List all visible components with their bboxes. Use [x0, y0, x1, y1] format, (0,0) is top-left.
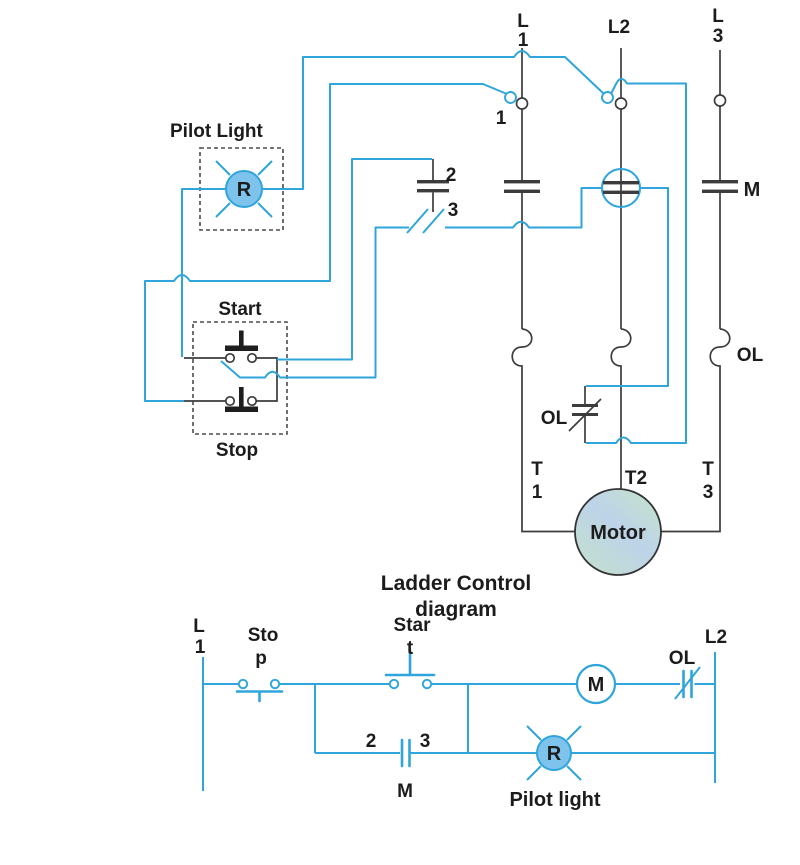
- main-labels: L 1 L2 L 3 1 M 2 3 OL OL T 1 T2 T 3 Moto…: [170, 6, 764, 544]
- wire-node3-seal-in: [220, 226, 409, 379]
- wire-coil-to-ol: [586, 187, 669, 387]
- ladder-aux-2: 2: [366, 731, 377, 752]
- aux-label-2: 2: [446, 165, 457, 186]
- ladder-start-line2: t: [407, 638, 414, 659]
- aux-label-3: 3: [448, 200, 459, 221]
- m-contact-l1: [504, 180, 540, 184]
- ladder-coil-letter: M: [588, 674, 605, 696]
- blue-terminal-l1: [504, 91, 517, 104]
- terminal-1-label: 1: [496, 108, 507, 129]
- ladder-title-line2: diagram: [415, 598, 497, 621]
- l1-terminal-circle: [515, 97, 529, 110]
- stop-plunger-bar: [225, 406, 258, 412]
- ladder-lamp-letter: R: [547, 743, 562, 765]
- t3-label-line1: T: [702, 459, 714, 480]
- aux-contact-2-3: [417, 159, 449, 212]
- ladder-aux-m: M: [397, 781, 413, 802]
- lamp-rays: [215, 160, 273, 218]
- ladder-start-line1: Star: [394, 615, 432, 636]
- l2-terminal-circle: [614, 97, 628, 110]
- ladder-pilot-lamp: [526, 725, 582, 781]
- start-plunger-stem: [239, 330, 244, 346]
- ladder-start-button: [384, 648, 436, 690]
- stop-button: [224, 387, 258, 412]
- ladder-lamp-rays: [526, 725, 582, 781]
- wire-pilot-to-l2: [262, 50, 605, 190]
- l1-line: [504, 48, 575, 533]
- pilot-light-title: Pilot Light: [170, 121, 264, 142]
- l3-label-line1: L: [712, 6, 724, 27]
- ladder-branch-verticals: [314, 684, 469, 753]
- overload-nc-contact: [568, 386, 602, 443]
- ladder-l2-label: L2: [705, 627, 727, 648]
- l2-label: L2: [608, 17, 630, 38]
- ladder-l1-line1: L: [193, 616, 205, 637]
- l3-terminal-circle: [713, 94, 727, 107]
- ladder-stop-line1: Sto: [248, 625, 279, 646]
- wire-aux-to-coil: [445, 187, 601, 229]
- ladder-pilot-label: Pilot light: [509, 789, 600, 811]
- motor-circle: [574, 488, 662, 576]
- l2-line: [610, 48, 632, 489]
- m-contact-label: M: [744, 179, 761, 201]
- overload-right-label: OL: [737, 345, 764, 366]
- ladder-title-line1: Ladder Control: [381, 572, 532, 595]
- blue-terminal-l2: [601, 91, 614, 104]
- ladder-aux-3: 3: [420, 731, 431, 752]
- l1-label-line2: 1: [518, 30, 529, 51]
- stop-plunger-stem: [239, 387, 244, 407]
- wire-ol-to-l2: [586, 77, 687, 444]
- m-coil-circle: [600, 167, 642, 209]
- aux-contact-slash: [406, 208, 445, 234]
- ladder-m-coil: [575, 663, 617, 705]
- l3-label-line2: 3: [713, 26, 724, 47]
- ladder-diagram: Ladder Control diagram L 1 Sto p Star t …: [193, 572, 727, 811]
- t3-label-line2: 3: [703, 482, 714, 503]
- m-contact-l3: [702, 180, 738, 184]
- t2-label: T2: [625, 468, 647, 489]
- overload-mid-label: OL: [541, 408, 568, 429]
- t1-label-line1: T: [531, 459, 543, 480]
- power-circuit: [417, 48, 738, 576]
- motor-label: Motor: [590, 522, 646, 544]
- ladder-overload-contact: [674, 666, 701, 700]
- start-plunger-bar: [225, 345, 258, 351]
- l1-label-line1: L: [517, 11, 529, 32]
- control-wiring: [144, 50, 687, 444]
- start-button: [224, 330, 258, 364]
- ladder-l1-line2: 1: [195, 637, 206, 658]
- ladder-stop-line2: p: [255, 648, 267, 669]
- ladder-stop-button: [235, 678, 284, 703]
- stop-label: Stop: [216, 440, 258, 461]
- l3-line: [661, 50, 738, 533]
- ol-heater-l1: [511, 328, 575, 533]
- start-label: Start: [218, 299, 262, 320]
- pilot-lamp-letter: R: [237, 179, 252, 201]
- start-stop-station: [184, 321, 288, 435]
- wire-pilot-to-start: [181, 188, 226, 357]
- ladder-ol-label: OL: [669, 648, 696, 669]
- wire-node2-to-aux: [277, 158, 432, 361]
- m-contact-l2: [603, 181, 639, 185]
- t1-label-line2: 1: [532, 482, 543, 503]
- ol-heater-l2: [610, 328, 632, 489]
- ladder-aux-contact: [400, 738, 411, 768]
- ol-heater-l3: [661, 328, 731, 533]
